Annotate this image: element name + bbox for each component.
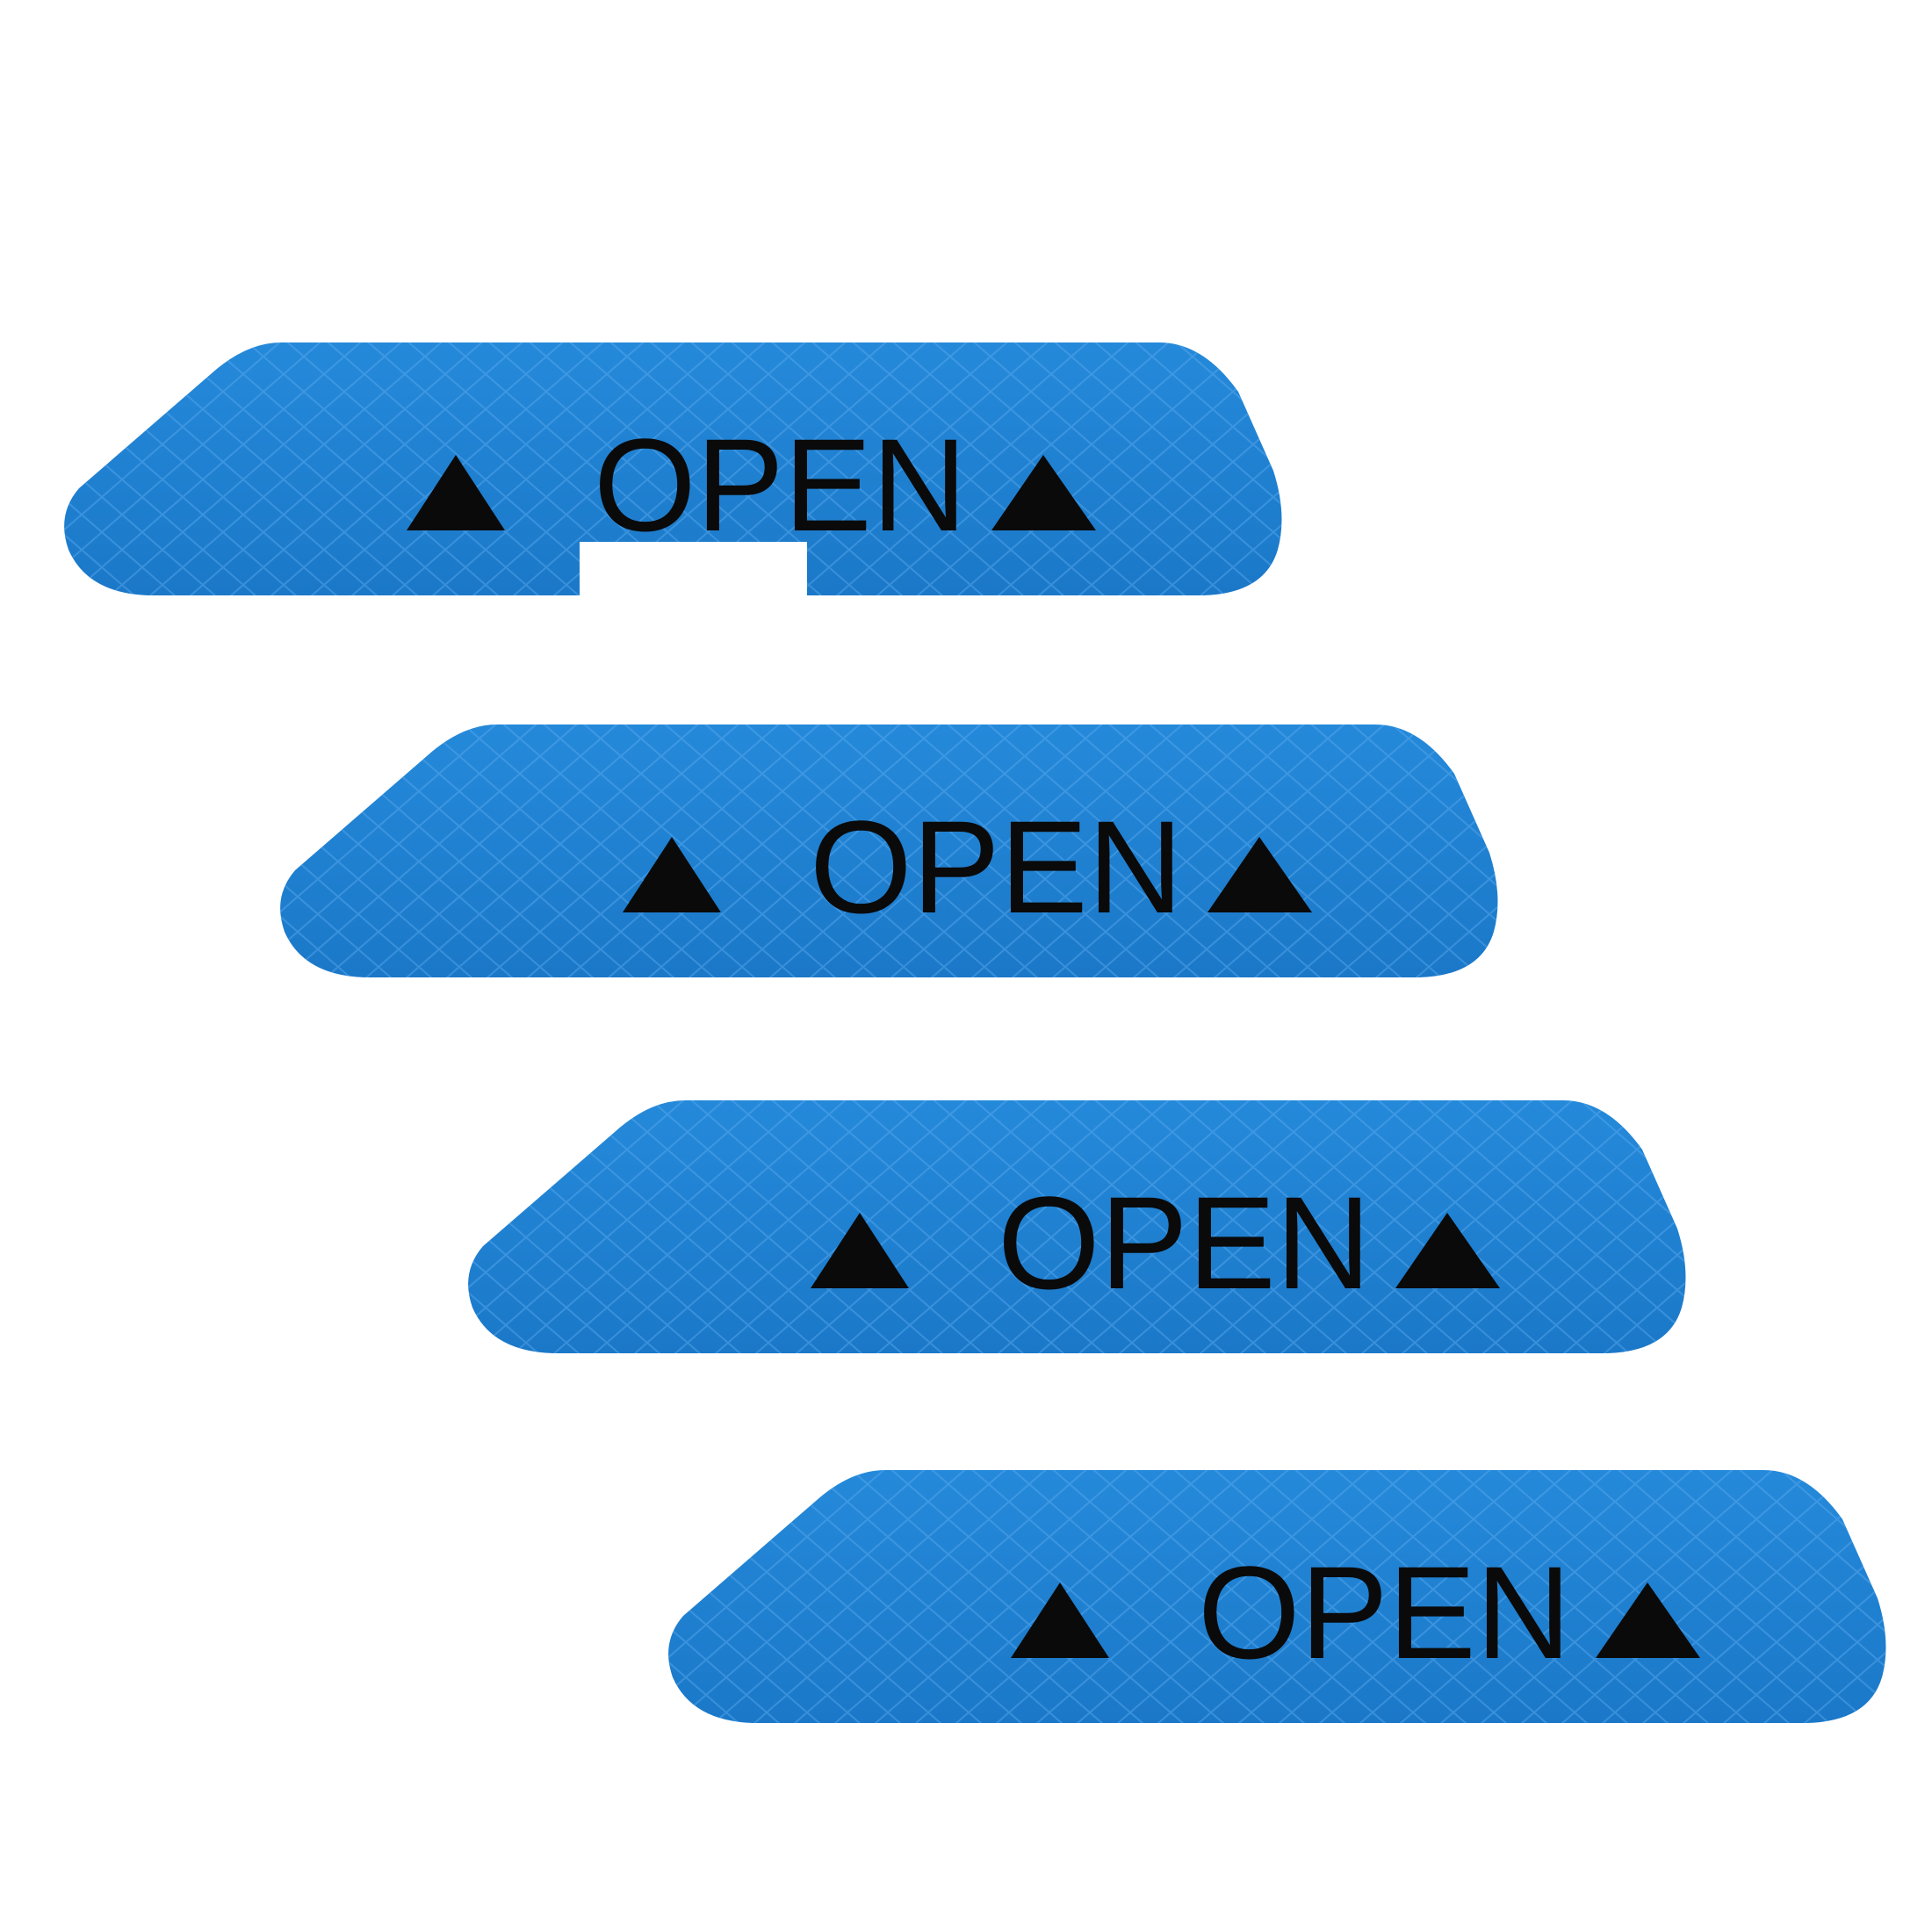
white-patch (580, 542, 807, 600)
open-sticker-2: OPEN (278, 721, 1498, 979)
triangle-up-icon (407, 455, 505, 530)
triangle-up-icon (1208, 837, 1312, 912)
open-label: OPEN (1198, 1539, 1571, 1686)
triangle-up-icon (811, 1213, 909, 1288)
reflective-texture (280, 724, 1498, 977)
triangle-up-icon (1011, 1582, 1109, 1658)
triangle-up-icon (623, 837, 721, 912)
open-label: OPEN (810, 793, 1183, 941)
open-label: OPEN (998, 1169, 1371, 1316)
triangle-up-icon (1395, 1213, 1500, 1288)
triangle-up-icon (1596, 1582, 1700, 1658)
reflective-texture (468, 1100, 1686, 1353)
reflective-texture (64, 342, 1282, 595)
open-sticker-4: OPEN (666, 1467, 1886, 1725)
open-sticker-1: OPEN (61, 339, 1282, 597)
open-sticker-3: OPEN (465, 1097, 1686, 1355)
triangle-up-icon (991, 455, 1096, 530)
reflective-texture (668, 1470, 1886, 1723)
open-label: OPEN (594, 411, 967, 559)
